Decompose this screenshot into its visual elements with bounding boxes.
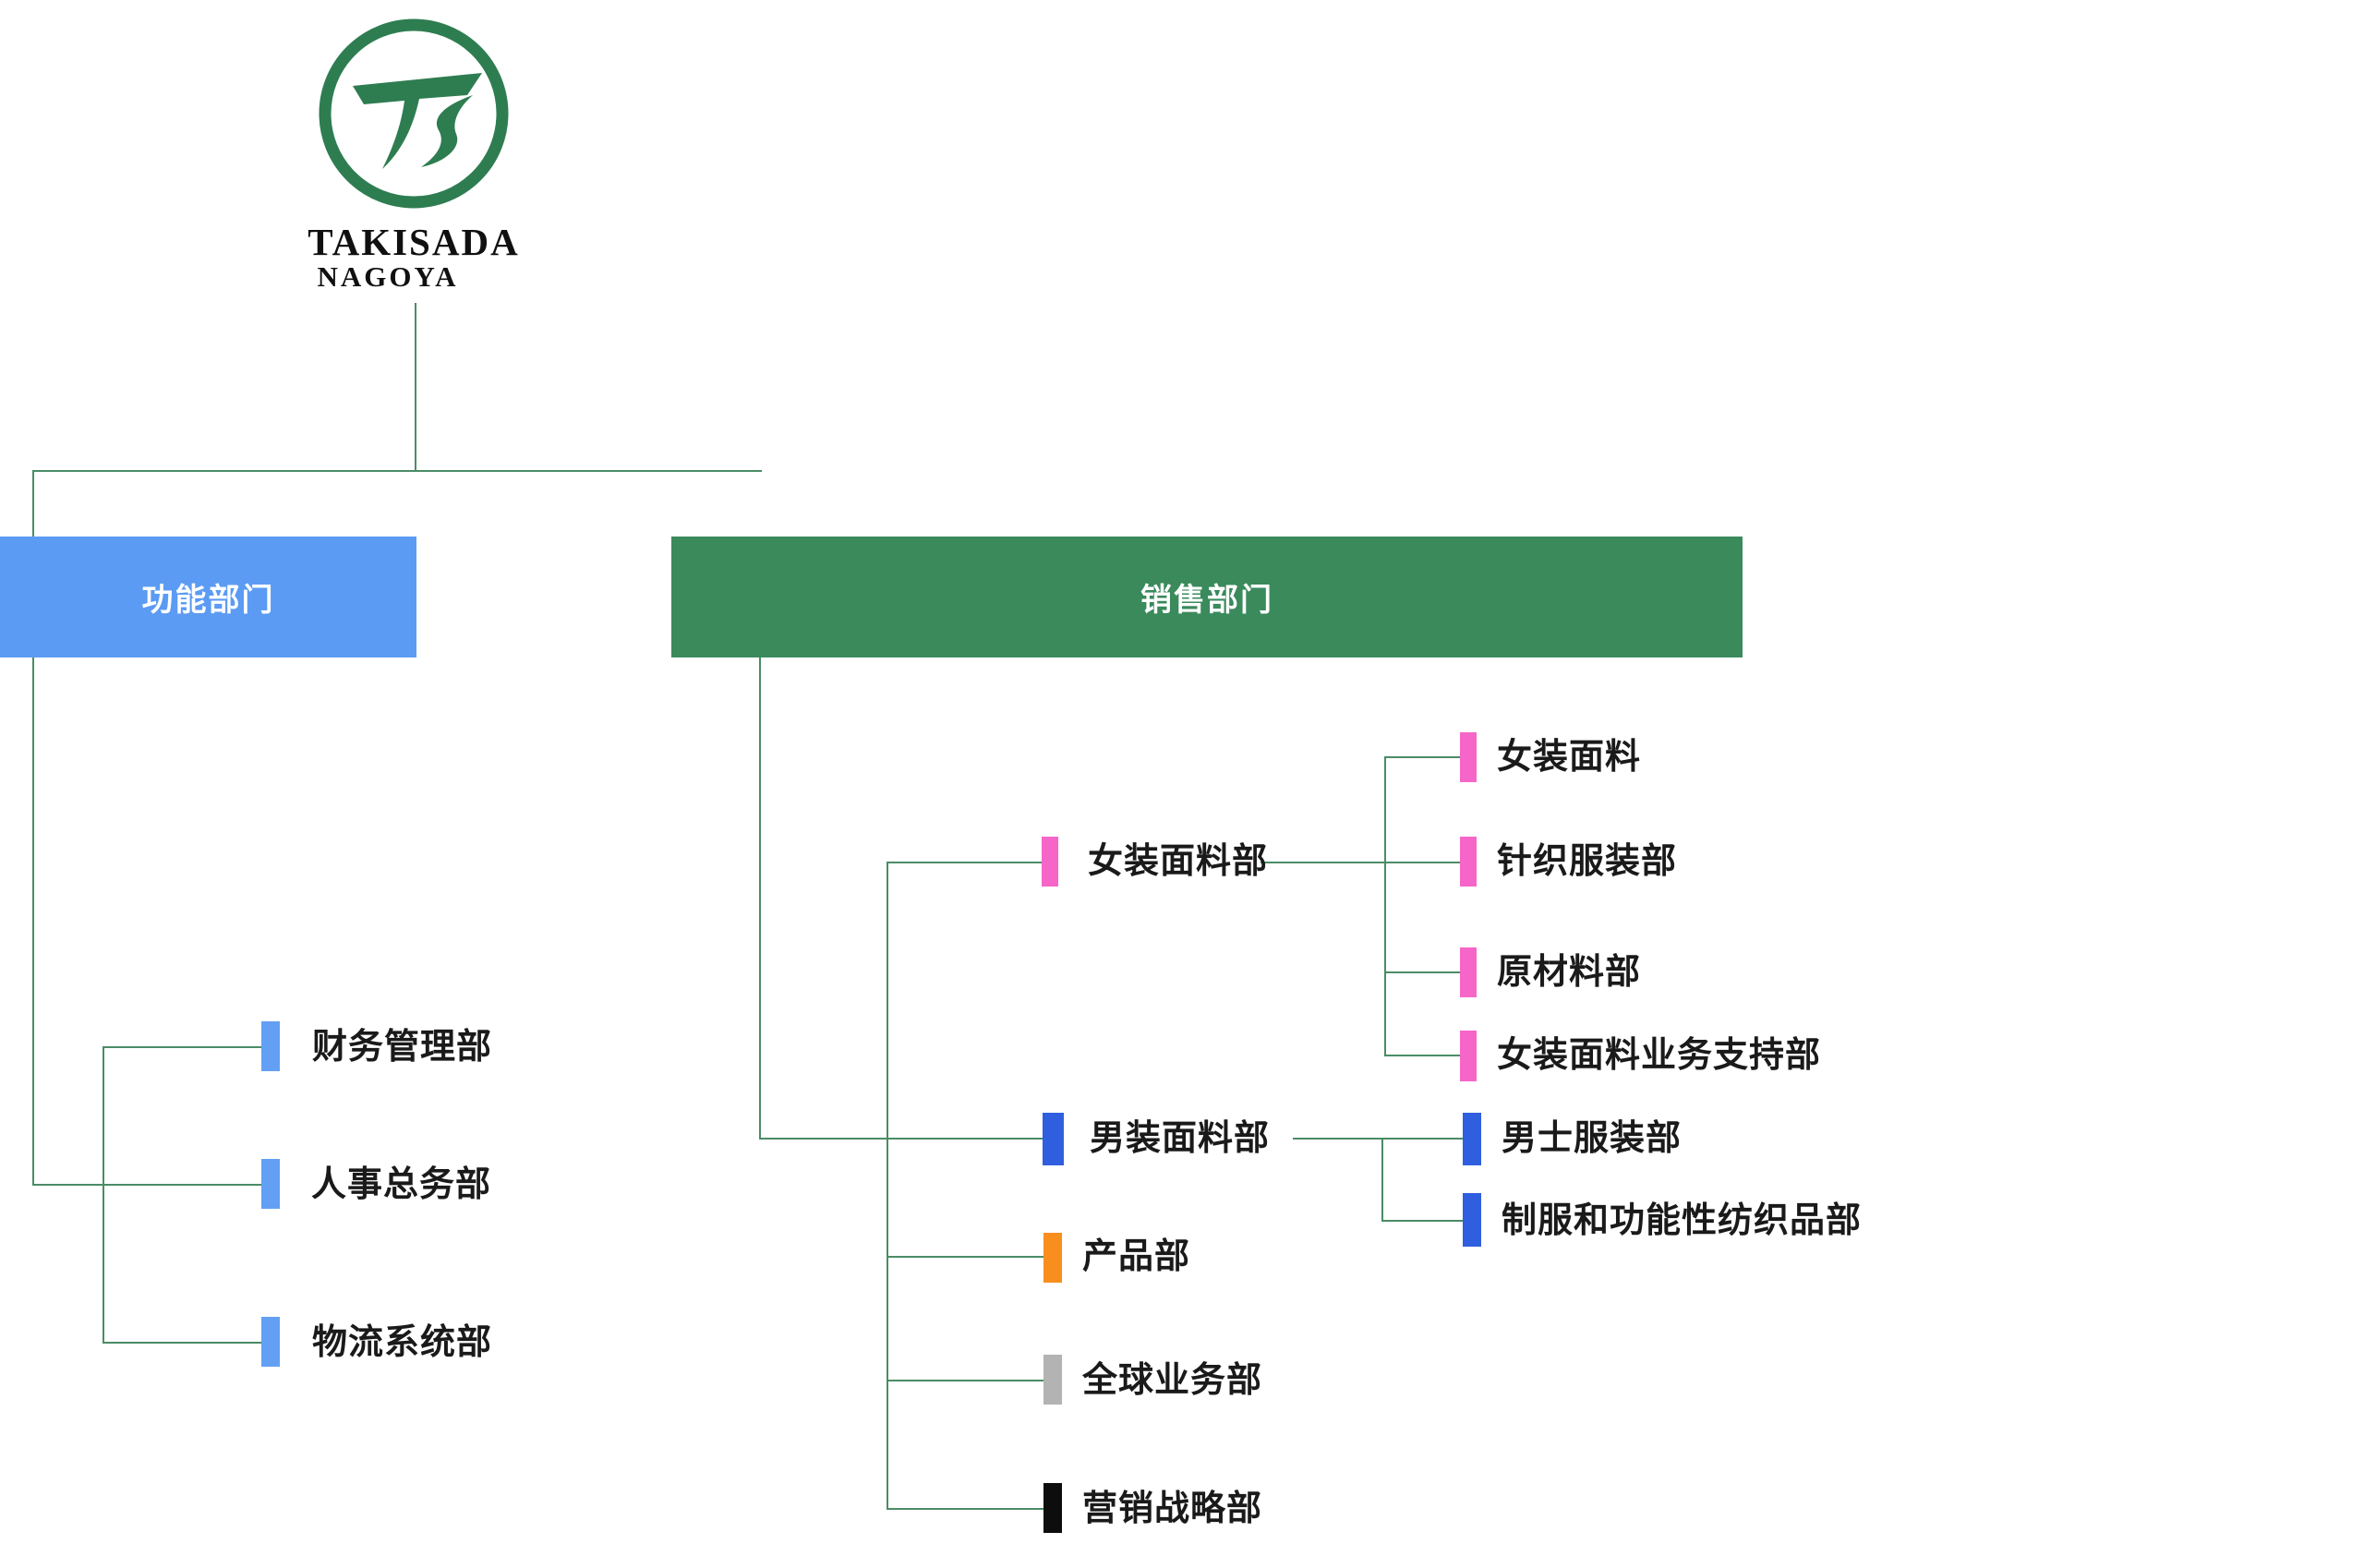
connector-product-row — [886, 1256, 1043, 1258]
global-business-marker — [1043, 1355, 1062, 1405]
connector-raw-materials-row — [1384, 971, 1460, 973]
connector-logistics-row — [103, 1342, 261, 1344]
connector-womens-fabric-row — [1384, 756, 1460, 758]
connector-top-horizontal — [32, 470, 762, 472]
connector-womens-support-row — [1384, 1055, 1460, 1056]
connector-root-drop — [415, 303, 416, 471]
connector-mens-children-rail — [1381, 1138, 1383, 1222]
mens-fabric-dept-marker — [1043, 1113, 1064, 1165]
connector-mens-row-left — [759, 1138, 1043, 1140]
connector-functional-trunk — [32, 657, 34, 1186]
connector-womens-row-right — [1260, 862, 1460, 863]
connector-sales-rail — [886, 862, 888, 1510]
marketing-strategy-label: 营销战略部 — [1082, 1490, 1263, 1528]
finance-node-label: 财务管理部 — [312, 1028, 493, 1067]
uniform-textiles-label: 制服和功能性纺织品部 — [1502, 1201, 1863, 1240]
womens-support-label: 女装面料业务支持部 — [1497, 1036, 1822, 1075]
logistics-node-marker — [261, 1317, 280, 1367]
hr-node-marker — [261, 1159, 280, 1209]
connector-mens-row-right — [1293, 1138, 1463, 1140]
connector-womens-row — [886, 862, 1042, 863]
finance-node-marker — [261, 1021, 280, 1071]
womens-fabric-dept-label: 女装面料部 — [1088, 842, 1269, 881]
mens-apparel-label: 男士服装部 — [1502, 1119, 1683, 1158]
womens-fabric-label: 女装面料 — [1497, 738, 1642, 777]
connector-finance-row — [103, 1046, 261, 1048]
womens-fabric-marker — [1460, 732, 1477, 782]
knit-apparel-label: 针织服装部 — [1497, 842, 1678, 881]
brand-name-takisada: TAKISADA — [308, 221, 520, 263]
product-dept-label: 产品部 — [1082, 1237, 1191, 1276]
connector-sales-trunk — [759, 657, 761, 1140]
functional-department-title: 功能部门 — [141, 583, 275, 618]
connector-hr-row — [32, 1184, 261, 1186]
product-dept-marker — [1043, 1233, 1062, 1283]
womens-support-marker — [1460, 1031, 1477, 1081]
takisada-ts-logo-icon — [319, 18, 509, 209]
raw-materials-marker — [1460, 947, 1477, 997]
connector-functional-rail — [103, 1046, 104, 1343]
connector-uniform-row — [1381, 1220, 1463, 1222]
hr-node-label: 人事总务部 — [311, 1165, 492, 1204]
mens-fabric-dept-label: 男装面料部 — [1090, 1119, 1271, 1158]
raw-materials-label: 原材料部 — [1497, 953, 1642, 992]
knit-apparel-marker — [1460, 837, 1477, 887]
global-business-label: 全球业务部 — [1082, 1361, 1263, 1400]
marketing-strategy-marker — [1043, 1483, 1062, 1533]
uniform-textiles-marker — [1463, 1193, 1481, 1247]
womens-fabric-dept-marker — [1042, 837, 1058, 887]
connector-womens-children-rail — [1384, 756, 1386, 1056]
brand-name-nagoya: NAGOYA — [317, 260, 459, 293]
mens-apparel-marker — [1463, 1113, 1481, 1165]
connector-functional-drop — [32, 470, 34, 538]
sales-department-title: 销售部门 — [1140, 583, 1273, 618]
connector-global-row — [886, 1380, 1043, 1381]
functional-department-box: 功能部门 — [0, 537, 416, 657]
sales-department-box: 销售部门 — [671, 537, 1743, 657]
connector-marketing-row — [886, 1508, 1043, 1510]
logistics-node-label: 物流系统部 — [312, 1323, 493, 1362]
